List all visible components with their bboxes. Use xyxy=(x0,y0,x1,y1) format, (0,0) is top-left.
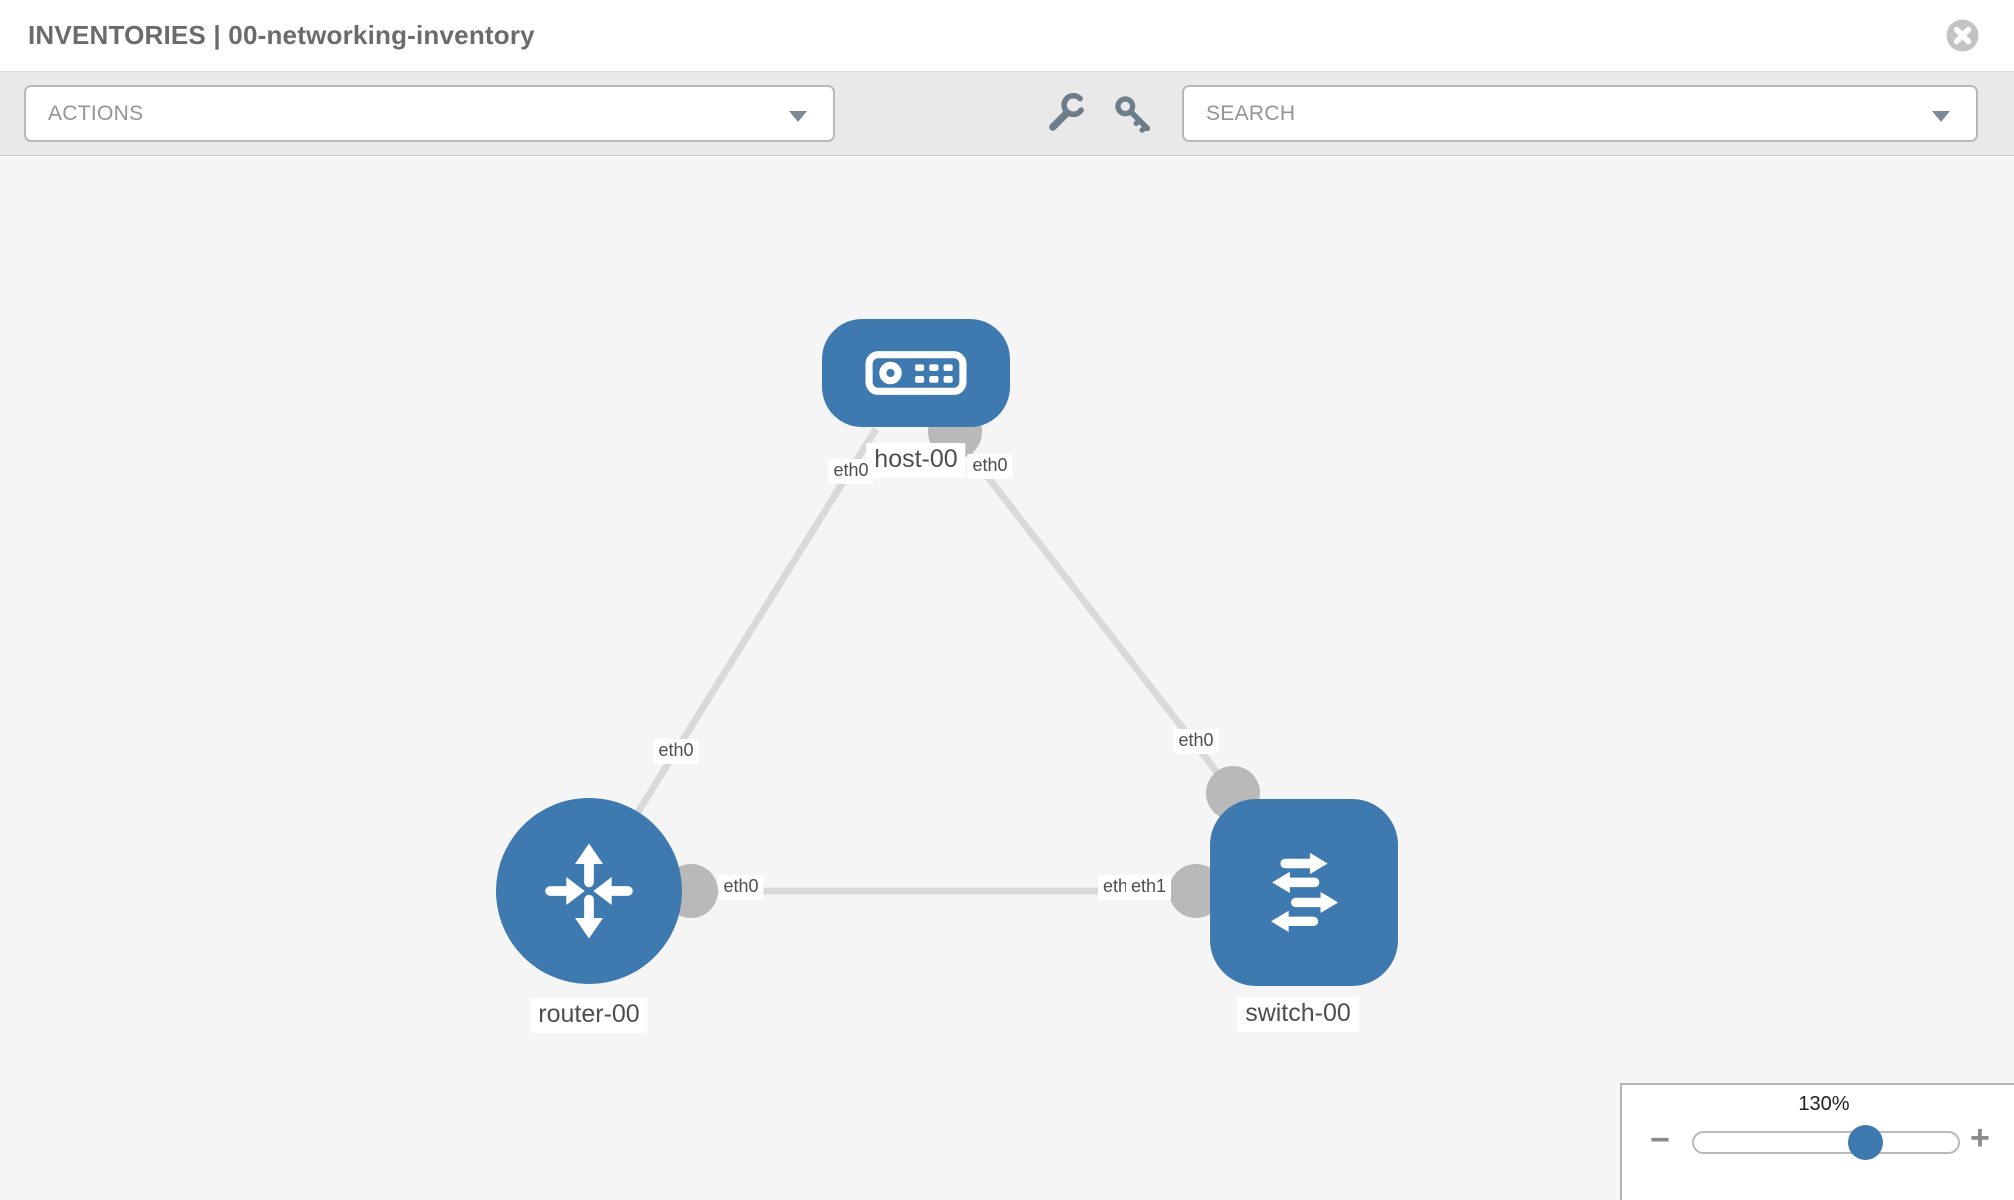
iface-label-switch-from-host: eth0 xyxy=(1173,729,1219,754)
iface-label-router-to-switch: eth0 xyxy=(718,875,764,900)
node-label-router: router-00 xyxy=(530,998,648,1033)
router-icon xyxy=(545,843,633,939)
zoom-level-value: 130% xyxy=(1798,1093,1850,1115)
caret-down-icon xyxy=(789,111,807,122)
node-host-00[interactable] xyxy=(822,319,1010,427)
zoom-out-button[interactable]: − xyxy=(1650,1123,1670,1157)
adhoc-commands-button[interactable] xyxy=(1044,92,1086,135)
topology-canvas[interactable]: host-00 router-00 switch-00 eth0 eth0 et… xyxy=(0,157,2014,1200)
caret-down-icon xyxy=(1932,111,1950,122)
plus-icon: + xyxy=(1970,1119,1990,1157)
close-icon xyxy=(1946,19,1979,52)
actions-dropdown[interactable]: ACTIONS xyxy=(24,85,835,142)
iface-label-host-to-switch: eth0 xyxy=(967,454,1013,479)
node-router-00[interactable] xyxy=(496,798,682,984)
port-dot-switch-left xyxy=(1169,864,1223,918)
zoom-slider-track[interactable] xyxy=(1692,1131,1960,1154)
page-title: INVENTORIES | 00-networking-inventory xyxy=(28,20,535,50)
iface-label-host-to-router: eth0 xyxy=(828,459,874,484)
node-label-host: host-00 xyxy=(866,443,966,478)
iface-label-switch-front: eth1 xyxy=(1126,875,1172,900)
key-icon xyxy=(1115,96,1151,133)
actions-dropdown-label: ACTIONS xyxy=(48,102,144,125)
search-placeholder: SEARCH xyxy=(1206,102,1296,125)
iface-label-router-from-host: eth0 xyxy=(653,739,699,764)
close-button[interactable] xyxy=(1946,19,1979,52)
credentials-button[interactable] xyxy=(1112,93,1154,135)
zoom-control-panel: 130% − + xyxy=(1620,1083,2014,1200)
links-layer xyxy=(586,405,1260,918)
header: INVENTORIES | 00-networking-inventory xyxy=(0,0,2014,72)
switch-icon xyxy=(1270,852,1339,932)
minus-icon: − xyxy=(1650,1121,1670,1159)
zoom-slider-thumb[interactable] xyxy=(1848,1125,1883,1160)
node-switch-00[interactable] xyxy=(1210,799,1398,986)
wrench-icon xyxy=(1049,92,1084,131)
toolbar: ACTIONS SEARCH xyxy=(0,72,2014,156)
zoom-in-button[interactable]: + xyxy=(1970,1121,1990,1155)
node-label-switch: switch-00 xyxy=(1237,997,1359,1032)
search-dropdown[interactable]: SEARCH xyxy=(1182,85,1978,142)
host-icon xyxy=(865,351,967,395)
